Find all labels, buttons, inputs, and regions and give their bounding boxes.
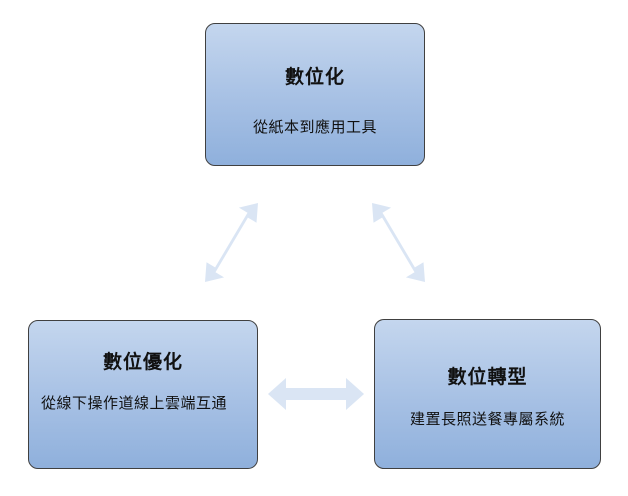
node-digital-transformation: 數位轉型 建置長照送餐專屬系統: [374, 319, 601, 469]
arrow-left-right: [268, 378, 364, 410]
arrow-top-left: [205, 203, 258, 282]
node-digitization-description: 從紙本到應用工具: [252, 118, 377, 136]
node-digitization: 數位化 從紙本到應用工具: [205, 23, 425, 166]
arrow-top-right: [372, 203, 425, 282]
node-digital-transformation-description: 建置長照送餐專屬系統: [409, 410, 565, 428]
node-digitization-title: 數位化: [284, 66, 345, 88]
node-digital-optimization-title: 數位優化: [102, 351, 183, 373]
node-digital-optimization: 數位優化 從線下操作道線上雲端互通: [28, 320, 258, 469]
node-digital-optimization-description: 從線下操作道線上雲端互通: [41, 394, 228, 412]
node-digital-transformation-title: 數位轉型: [447, 366, 528, 388]
